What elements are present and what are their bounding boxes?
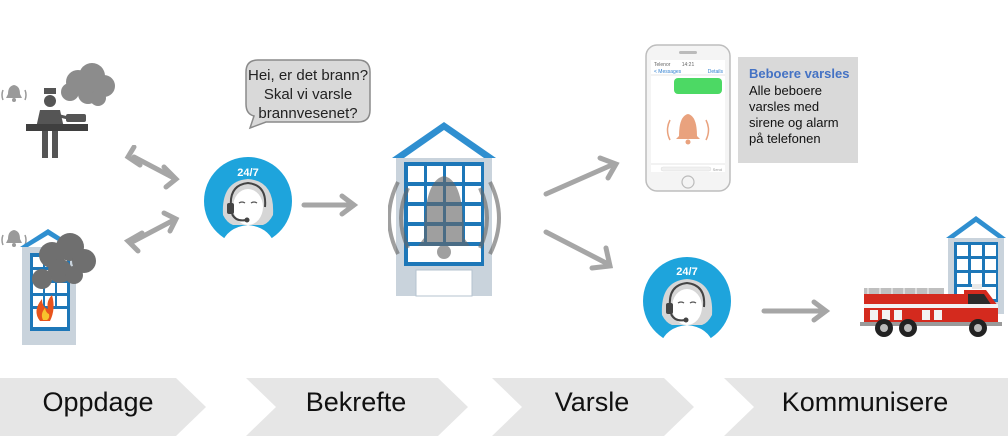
process-bar: [0, 378, 1008, 436]
notification-box: [738, 57, 858, 163]
arrow-icon: [301, 193, 359, 217]
phone-time: 14:21: [682, 62, 695, 68]
fire-truck-icon: [860, 284, 1002, 337]
step-label-bekrefte: Bekrefte: [305, 387, 407, 417]
bell-icon: [1, 230, 27, 247]
operator-icon: 24/7: [643, 257, 731, 345]
speech-bubble-text: Hei, er det brann? Skal vi varsle brannv…: [248, 66, 368, 123]
speech-line: brannvesenet?: [258, 105, 358, 122]
burning-building-scene: [1, 229, 96, 345]
smoke-icon: [32, 233, 96, 289]
operator-badge: 24/7: [676, 266, 697, 278]
building-icon: [946, 216, 1006, 314]
sms-message: [674, 78, 722, 94]
step-chevron: [492, 378, 694, 436]
phone-send-button[interactable]: Send: [713, 167, 722, 172]
bell-icon: [1, 85, 27, 102]
chef-icon: [26, 88, 88, 158]
step-label-varsle: Varsle: [554, 387, 630, 417]
step-chevron: [246, 378, 468, 436]
building-icon: [392, 122, 496, 297]
notification-line: varsles med: [749, 99, 820, 114]
phone-back-button[interactable]: < Messages: [654, 69, 682, 75]
smartphone-icon: Telenor 14:21 < Messages Details Send: [645, 44, 731, 192]
step-chevron: [724, 378, 1008, 436]
operator-badge: 24/7: [237, 167, 258, 179]
speech-line: Hei, er det brann?: [248, 67, 369, 84]
speech-line: Skal vi varsle: [263, 86, 353, 103]
arrow-icon: [123, 145, 180, 254]
alarm-building: [388, 122, 501, 297]
phone-details-button[interactable]: Details: [708, 69, 724, 75]
step-label-oppdage: Oppdage: [42, 387, 154, 417]
notification-title: Beboere varsles: [749, 66, 850, 81]
alarm-bell-icon: [388, 176, 501, 259]
phone-carrier: Telenor: [654, 62, 671, 68]
operator-icon: 24/7: [204, 157, 292, 245]
notification-line: Alle beboere: [749, 83, 822, 98]
headset-icon: [227, 181, 267, 223]
fire-icon: [36, 295, 54, 321]
phone-message-input[interactable]: [660, 166, 712, 172]
notification-line: sirene og alarm: [749, 115, 839, 130]
arrow-icon: [761, 299, 831, 323]
notification-line: på telefonen: [749, 131, 821, 146]
phone-home-button[interactable]: [681, 175, 695, 189]
smoke-icon: [61, 63, 115, 106]
step-chevron: [0, 378, 206, 436]
arrow-icon: [543, 155, 620, 271]
step-label-kommunisere: Kommunisere: [781, 387, 949, 417]
headset-icon: [666, 281, 706, 323]
bell-icon: [666, 114, 710, 145]
speech-bubble: [245, 59, 371, 130]
cooking-scene: [1, 63, 115, 158]
